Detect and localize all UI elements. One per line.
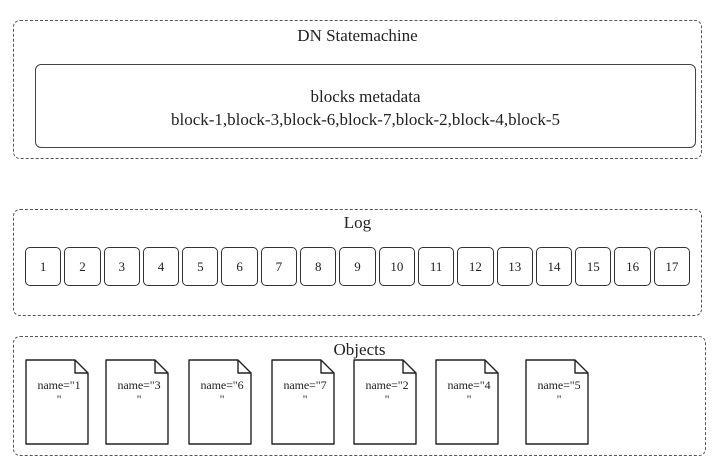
objects-group: Objects name="1 " name="3 " name="6 " name=… [13, 336, 706, 456]
document-icon [188, 359, 252, 445]
object-document: name="7 " [271, 359, 335, 445]
log-entry: 14 [535, 247, 573, 286]
document-icon [25, 359, 89, 445]
blocks-metadata-title: blocks metadata [310, 87, 421, 106]
log-entry: 13 [496, 247, 533, 286]
object-document: name="1 " [25, 359, 89, 445]
log-entry: 4 [142, 247, 180, 286]
log-title: Log [343, 213, 372, 232]
object-document: name="4 " [435, 359, 499, 445]
object-document: name="3 " [105, 359, 169, 445]
log-entry: 15 [575, 247, 612, 286]
log-entry: 16 [614, 247, 651, 286]
object-document: name="6 " [188, 359, 252, 445]
log-entry: 2 [64, 247, 101, 286]
log-entry: 9 [339, 247, 376, 286]
object-name-label: name="2 " [365, 378, 409, 406]
log-entry: 8 [300, 247, 337, 286]
blocks-metadata-list: block-1,block-3,block-6,block-7,block-2,… [170, 110, 560, 129]
document-icon [271, 359, 335, 445]
log-entry: 12 [457, 247, 494, 286]
dn-statemachine-group: DN Statemachine blocks metadata block-1,… [13, 20, 702, 159]
log-entry: 3 [103, 247, 140, 286]
dn-statemachine-title: DN Statemachine [297, 26, 418, 45]
log-entry: 11 [417, 247, 455, 286]
log-entry: 10 [378, 247, 415, 286]
document-icon [353, 359, 417, 445]
object-document: name="5 " [525, 359, 589, 445]
object-name-label: name="7 " [283, 378, 327, 406]
object-name-label: name="4 " [447, 378, 491, 406]
log-entry: 17 [653, 247, 691, 286]
log-entry: 7 [260, 247, 298, 286]
document-icon [105, 359, 169, 445]
object-name-label: name="5 " [537, 378, 581, 406]
log-entry: 6 [221, 247, 258, 286]
log-entry: 5 [182, 247, 219, 286]
object-name-label: name="1 " [37, 378, 81, 406]
objects-title: Objects [333, 340, 386, 359]
log-entry: 1 [25, 247, 62, 286]
object-name-label: name="6 " [200, 378, 244, 406]
object-document: name="2 " [353, 359, 417, 445]
blocks-metadata-box: blocks metadata block-1,block-3,block-6,… [35, 64, 696, 148]
document-icon [525, 359, 589, 445]
object-name-label: name="3 " [117, 378, 161, 406]
document-icon [435, 359, 499, 445]
